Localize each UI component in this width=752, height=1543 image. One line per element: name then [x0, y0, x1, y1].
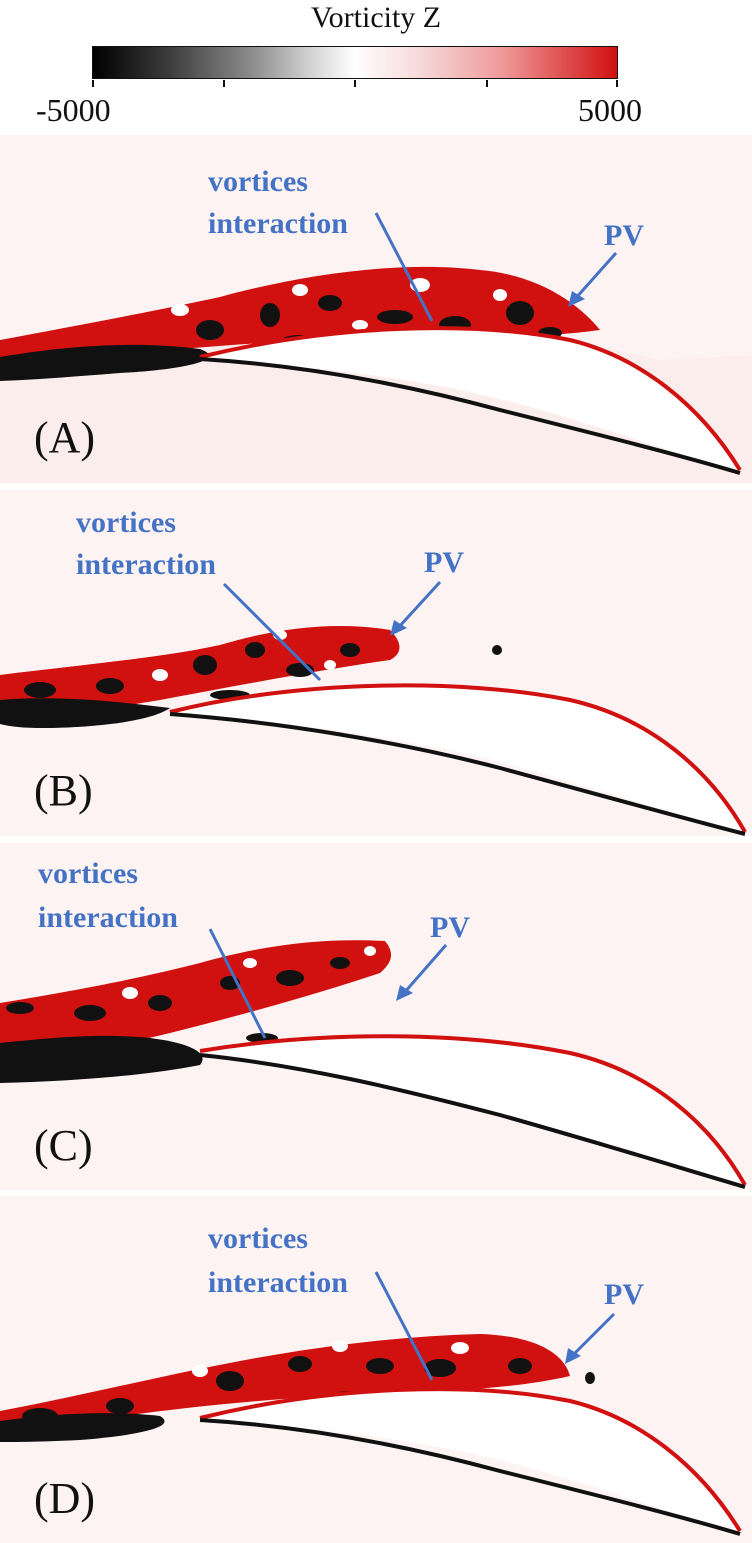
interaction-label-d: interaction: [208, 1266, 348, 1299]
colorbar-min-label: -5000: [36, 92, 111, 128]
vortices-label-b: vortices: [76, 506, 176, 539]
panel-label-a: (A): [34, 413, 96, 462]
colorbar: [92, 46, 618, 79]
colorbar-tick: [486, 80, 488, 87]
colorbar-tick: [354, 80, 356, 87]
panel-a: (A) vortices interaction PV: [0, 135, 752, 483]
interaction-label-b: interaction: [76, 548, 216, 581]
panel-label-d: (D): [34, 1474, 96, 1523]
colorbar-title: Vorticity Z: [310, 1, 442, 34]
vorticity-field-d: [0, 1196, 752, 1543]
vortices-label-d: vortices: [208, 1222, 308, 1255]
pv-label-a: PV: [604, 219, 644, 252]
interaction-label-c: interaction: [38, 901, 178, 934]
panel-label-c: (C): [34, 1121, 93, 1170]
interaction-label-a: interaction: [208, 207, 348, 240]
panel-c: (C) vortices interaction PV: [0, 843, 752, 1190]
colorbar-max-label: 5000: [578, 92, 642, 128]
colorbar-tick: [616, 80, 618, 87]
panel-b: (B) vortices interaction PV: [0, 490, 752, 836]
vortices-label-a: vortices: [208, 165, 308, 198]
vorticity-field-a: [0, 135, 752, 483]
panel-label-b: (B): [34, 766, 93, 815]
pv-label-b: PV: [424, 546, 464, 579]
pv-label-c: PV: [430, 911, 470, 944]
vorticity-field-b: [0, 490, 752, 836]
vortices-label-c: vortices: [38, 857, 138, 890]
panel-d: (D) vortices interaction PV: [0, 1196, 752, 1543]
colorbar-tick: [92, 80, 94, 87]
vorticity-field-c: [0, 843, 752, 1190]
pv-label-d: PV: [604, 1278, 644, 1311]
colorbar-tick: [223, 80, 225, 87]
